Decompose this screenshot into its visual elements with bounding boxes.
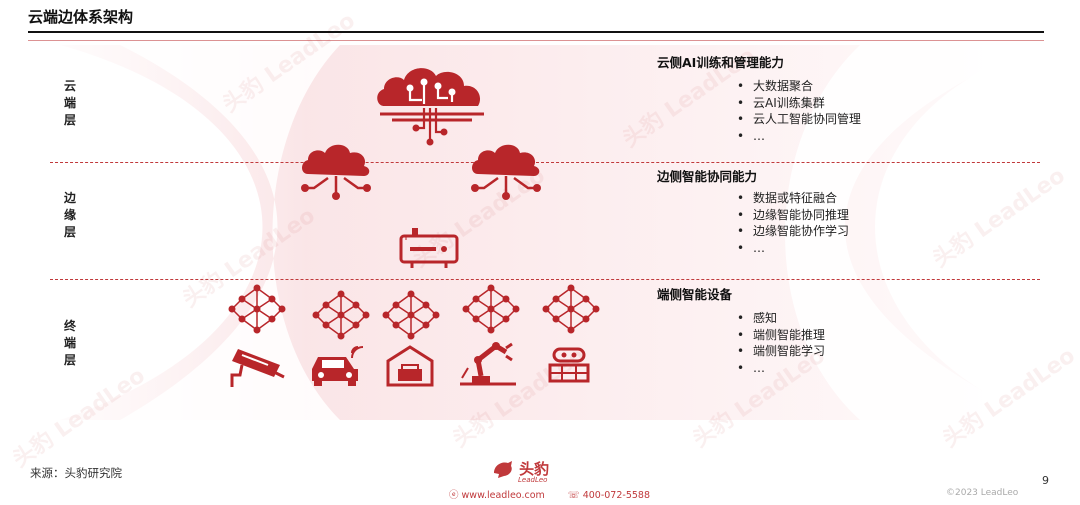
- layer-label-cloud: 云端层: [63, 79, 76, 127]
- list-item: 端侧智能推理: [737, 327, 825, 344]
- list-item: 边缘智能协同推理: [737, 207, 849, 224]
- neural-network-icon: [228, 284, 286, 334]
- website-link[interactable]: ⓔ www.leadleo.com: [449, 490, 545, 501]
- neural-network-icon: [312, 290, 370, 340]
- page-number: 9: [1042, 474, 1049, 487]
- phone-number: ☏ 400-072-5588: [567, 490, 651, 501]
- delivery-robot-icon: [548, 347, 590, 383]
- leopard-logo-icon: [494, 460, 512, 478]
- cloud-ai-icon: [377, 68, 484, 146]
- logo-text: 头豹: [519, 460, 550, 478]
- layer-divider: [50, 162, 1040, 163]
- cloud-capability-title: 云侧AI训练和管理能力: [657, 55, 784, 70]
- page-title: 云端边体系架构: [28, 8, 134, 26]
- logo-subtext: LeadLeo: [518, 476, 548, 484]
- cloud-capability-list: 大数据聚合 云AI训练集群 云人工智能协同管理 …: [737, 78, 861, 144]
- website-text: www.leadleo.com: [461, 490, 545, 501]
- list-item: …: [737, 128, 861, 145]
- list-item: 数据或特征融合: [737, 190, 849, 207]
- smart-home-icon: [386, 345, 434, 387]
- cctv-camera-icon: [230, 349, 285, 387]
- robot-arm-icon: [460, 342, 516, 386]
- cloud-network-icon: [301, 144, 371, 200]
- list-item: 云AI训练集群: [737, 95, 861, 112]
- phone-text: 400-072-5588: [582, 490, 651, 501]
- layer-label-edge: 边缘层: [63, 191, 76, 239]
- edge-capability-list: 数据或特征融合 边缘智能协同推理 边缘智能协作学习 …: [737, 190, 849, 256]
- brand-logo: 头豹 LeadLeo: [492, 458, 549, 484]
- source-note: 来源：头豹研究院: [30, 466, 122, 480]
- list-item: 大数据聚合: [737, 78, 861, 95]
- accent-rule: [28, 40, 1044, 41]
- layer-divider: [50, 279, 1040, 280]
- neural-network-icon: [462, 284, 520, 334]
- neural-network-icon: [382, 290, 440, 340]
- terminal-capability-title: 端侧智能设备: [657, 287, 733, 302]
- layer-label-terminal: 终端层: [63, 319, 76, 367]
- list-item: …: [737, 240, 849, 257]
- edge-capability-title: 边侧智能协同能力: [657, 169, 758, 184]
- footer-contact: ⓔ www.leadleo.com ☏ 400-072-5588: [449, 487, 670, 501]
- list-item: 端侧智能学习: [737, 343, 825, 360]
- list-item: …: [737, 360, 825, 377]
- cloud-network-icon: [471, 144, 541, 200]
- car-icon: [312, 346, 364, 386]
- copyright: ©2023 LeadLeo: [946, 488, 1019, 498]
- terminal-capability-list: 感知 端侧智能推理 端侧智能学习 …: [737, 310, 825, 376]
- list-item: 云人工智能协同管理: [737, 111, 861, 128]
- list-item: 边缘智能协作学习: [737, 223, 849, 240]
- router-icon: [399, 228, 459, 268]
- title-rule: [28, 31, 1044, 33]
- list-item: 感知: [737, 310, 825, 327]
- neural-network-icon: [542, 284, 600, 334]
